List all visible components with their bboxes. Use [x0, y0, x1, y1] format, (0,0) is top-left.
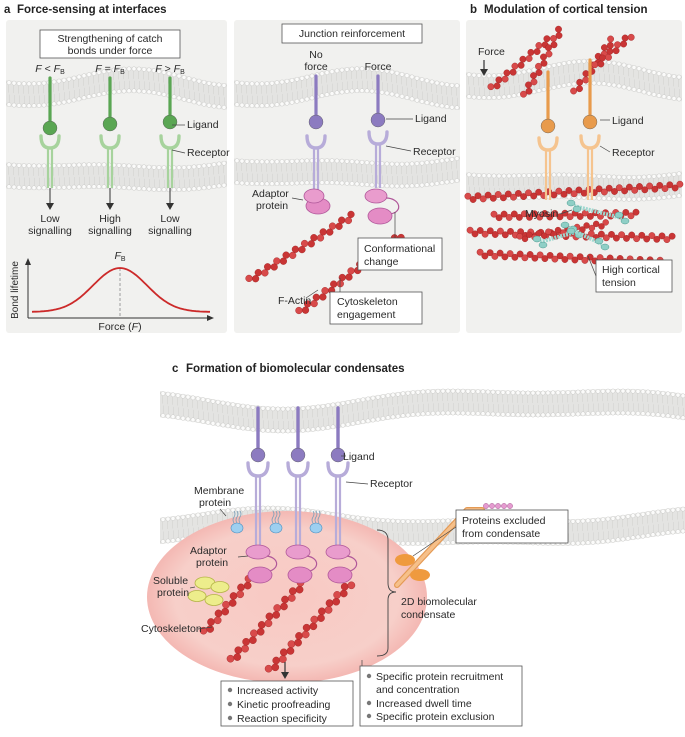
c-receptor-label: Receptor	[370, 478, 413, 490]
signal-low-1-line1: Low	[40, 213, 60, 225]
feature-1: Specific protein recruitment	[376, 671, 503, 683]
excluded-box	[455, 509, 569, 544]
a2-receptor-label: Receptor	[413, 146, 456, 158]
no-force-line1: No	[309, 49, 323, 61]
soluble-proteins	[187, 576, 230, 606]
soluble-line1: Soluble	[153, 575, 188, 587]
myosin-label: Myosin	[525, 208, 558, 220]
panel-b-ligand-label: Ligand	[612, 115, 644, 127]
adaptor-label-line2: protein	[256, 200, 288, 212]
adaptor-no-force	[303, 188, 331, 215]
catch-bond-box	[39, 29, 181, 59]
signal-low-2-line1: Low	[160, 213, 180, 225]
signal-low-2-line2: signalling	[148, 225, 192, 237]
panel-c-title: Formation of biomolecular condensates	[186, 363, 405, 375]
panel-c-letter: c	[172, 363, 179, 375]
c-adaptor-line2: protein	[196, 557, 228, 569]
panel-a-junction: Junction reinforcement No force Force Ad…	[245, 23, 456, 325]
membrane-protein-line2: protein	[199, 497, 231, 509]
tension-line2: tension	[602, 277, 636, 289]
panel-a-letter: a	[4, 4, 11, 16]
bond-lifetime-curve	[31, 267, 210, 313]
outcome-2: Kinetic proofreading	[237, 699, 331, 711]
signal-low-1-line2: signalling	[28, 225, 72, 237]
excluded-line1: Proteins excluded	[462, 515, 546, 527]
panel-b-letter: b	[470, 4, 477, 16]
purple-receptor-pairs	[305, 74, 389, 190]
force-arrow-icon	[480, 69, 488, 76]
panel-a-receptor-label: Receptor	[187, 147, 230, 159]
graph-peak-label: FB	[114, 250, 125, 263]
c-ligand-label: Ligand	[343, 451, 375, 463]
feature-1b: and concentration	[376, 684, 460, 696]
conformational-line2: change	[364, 256, 399, 268]
cytoskeleton-line2: engagement	[337, 309, 395, 321]
excluded-line2: from condensate	[462, 528, 540, 540]
panel-a-ligand-label: Ligand	[187, 119, 219, 131]
outcome-3: Reaction specificity	[237, 713, 328, 725]
features-list: Specific protein recruitment and concent…	[366, 671, 503, 723]
signal-high-line2: signalling	[88, 225, 132, 237]
conformational-box	[357, 237, 443, 271]
outcomes-list: Increased activity Kinetic proofreading …	[227, 685, 331, 725]
factin-label: F-Actin	[278, 295, 311, 307]
adaptor-force-stretched	[364, 188, 400, 225]
bond-lifetime-graph: FB Bond lifetime Force (F)	[10, 250, 214, 333]
soluble-line2: protein	[157, 587, 189, 599]
panel-a-title: Force-sensing at interfaces	[17, 4, 167, 16]
cytoskeleton-box	[329, 291, 423, 325]
no-force-line2: force	[304, 61, 328, 73]
force-label-less: F < FB	[35, 63, 65, 76]
membrane-a2	[234, 66, 460, 189]
signal-high-line1: High	[99, 213, 121, 225]
panel-b-title: Modulation of cortical tension	[484, 4, 648, 16]
conformational-line1: Conformational	[364, 243, 435, 255]
force-label-equal: F = FB	[95, 63, 125, 76]
excluded-protein-2	[410, 569, 430, 581]
outcome-arrow-icon	[281, 672, 289, 679]
panel-a-catch-bonds: Strengthening of catch bonds under force…	[10, 29, 230, 333]
green-receptor-pairs	[39, 76, 181, 188]
excluded-protein-1	[395, 554, 415, 566]
panel-b-receptor-label: Receptor	[612, 147, 655, 159]
panel-c-condensate: Ligand Receptor Membrane protein Adaptor…	[141, 406, 569, 727]
condensate-receptors	[230, 406, 358, 584]
feature-3: Specific protein exclusion	[376, 711, 495, 723]
c-cytoskeleton-label: Cytoskeleton	[141, 623, 202, 635]
condensate-line1: 2D biomolecular	[401, 596, 477, 608]
panel-b-force-label: Force	[478, 46, 505, 58]
outcome-1: Increased activity	[237, 685, 319, 697]
c-adaptor-line1: Adaptor	[190, 545, 227, 557]
orange-receptor-pairs	[537, 58, 601, 200]
force-label: Force	[365, 61, 392, 73]
graph-ylabel: Bond lifetime	[10, 261, 21, 319]
catch-bond-line2: bonds under force	[68, 45, 153, 57]
cytoskeleton-line1: Cytoskeleton	[337, 296, 398, 308]
myosin-motors	[532, 199, 630, 251]
catch-bond-line1: Strengthening of catch	[57, 33, 162, 45]
panel-b-cortical: Force Ligand Receptor Myosin High cortic…	[464, 25, 684, 293]
junction-box	[281, 23, 423, 44]
condensate-bracket	[376, 529, 397, 657]
condensate-line2: condensate	[401, 609, 455, 621]
a2-ligand-label: Ligand	[415, 113, 447, 125]
membrane-protein-line1: Membrane	[194, 485, 244, 497]
graph-xlabel: Force (F)	[98, 321, 141, 333]
signalling-arrows	[46, 188, 174, 210]
force-label-greater: F > FB	[155, 63, 185, 76]
feature-2: Increased dwell time	[376, 698, 472, 710]
tension-line1: High cortical	[602, 264, 660, 276]
outcomes-box	[220, 680, 354, 727]
junction-box-label: Junction reinforcement	[299, 28, 405, 40]
features-box	[359, 665, 523, 727]
adaptor-label-line1: Adaptor	[252, 188, 289, 200]
condensate-actin	[199, 574, 356, 673]
